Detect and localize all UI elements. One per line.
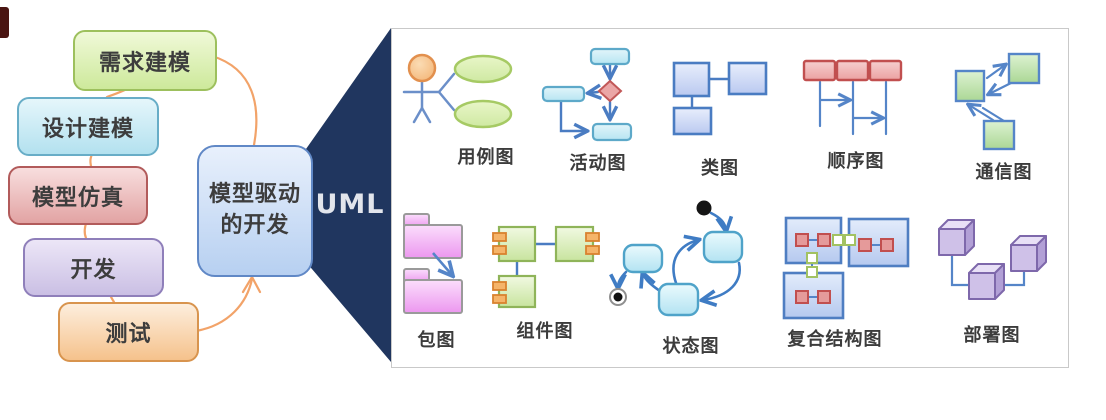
diagram-item-composite-structure: 复合结构图 <box>779 215 911 351</box>
uml-label: UML <box>315 189 385 220</box>
connector-req-center <box>210 54 258 147</box>
class-diagram-icon <box>672 61 768 136</box>
diagram-item-sequence: 顺序图 <box>796 56 916 173</box>
use-case-diagram-icon <box>402 53 513 129</box>
communication-diagram-icon <box>954 52 1041 151</box>
diagram-label: 活动图 <box>569 153 627 174</box>
diagram-label: 组件图 <box>516 321 574 342</box>
step-label: 模型仿真 <box>31 185 124 211</box>
diagram-item-component: 组件图 <box>489 221 601 343</box>
diagram-item-activity: 活动图 <box>539 41 657 175</box>
model-driven-development-box: 模型驱动 的开发 <box>197 145 313 277</box>
diagram-label: 通信图 <box>975 162 1033 183</box>
diagram-item-class: 类图 <box>664 56 776 180</box>
diagram-item-state: 状态图 <box>608 197 744 358</box>
connector-test-center <box>194 277 254 333</box>
state-diagram-icon <box>609 200 744 317</box>
diagram-item-deployment: 部署图 <box>931 211 1053 347</box>
diagram-item-package: 包图 <box>399 209 474 352</box>
step-label: 需求建模 <box>98 50 191 76</box>
center-box-line1: 模型驱动 <box>208 182 301 208</box>
step-label: 开发 <box>70 257 117 283</box>
diagram-label: 用例图 <box>457 147 515 168</box>
package-diagram-icon <box>403 213 463 314</box>
arrowhead-test-center <box>241 274 262 294</box>
diagram-label: 部署图 <box>963 325 1021 346</box>
flow-step-requirements-modeling: 需求建模 <box>73 30 217 91</box>
diagram-item-use-case: 用例图 <box>397 46 535 169</box>
diagram-label: 状态图 <box>662 336 720 357</box>
flow-step-development: 开发 <box>23 238 164 297</box>
diagram-label: 顺序图 <box>827 151 885 172</box>
flow-step-model-simulation: 模型仿真 <box>8 166 148 225</box>
flow-step-testing: 测试 <box>58 302 199 362</box>
activity-diagram-icon <box>541 47 633 142</box>
sequence-diagram-icon <box>802 59 903 136</box>
diagram-label: 包图 <box>417 330 456 351</box>
edge-artifact <box>0 7 9 38</box>
uml-funnel <box>306 28 391 362</box>
flow-step-design-modeling: 设计建模 <box>17 97 159 156</box>
uml-panel: 用例图 活动图 <box>391 28 1069 368</box>
deployment-diagram-icon <box>938 219 1047 300</box>
step-label: 设计建模 <box>41 116 134 142</box>
center-box-line2: 的开发 <box>220 213 290 238</box>
step-label: 测试 <box>105 322 152 347</box>
diagram-item-communication: 通信图 <box>949 49 1059 184</box>
composite-structure-diagram-icon <box>782 216 910 320</box>
diagram-label: 类图 <box>701 158 739 179</box>
component-diagram-icon <box>492 225 600 309</box>
diagram-label: 复合结构图 <box>787 329 883 350</box>
